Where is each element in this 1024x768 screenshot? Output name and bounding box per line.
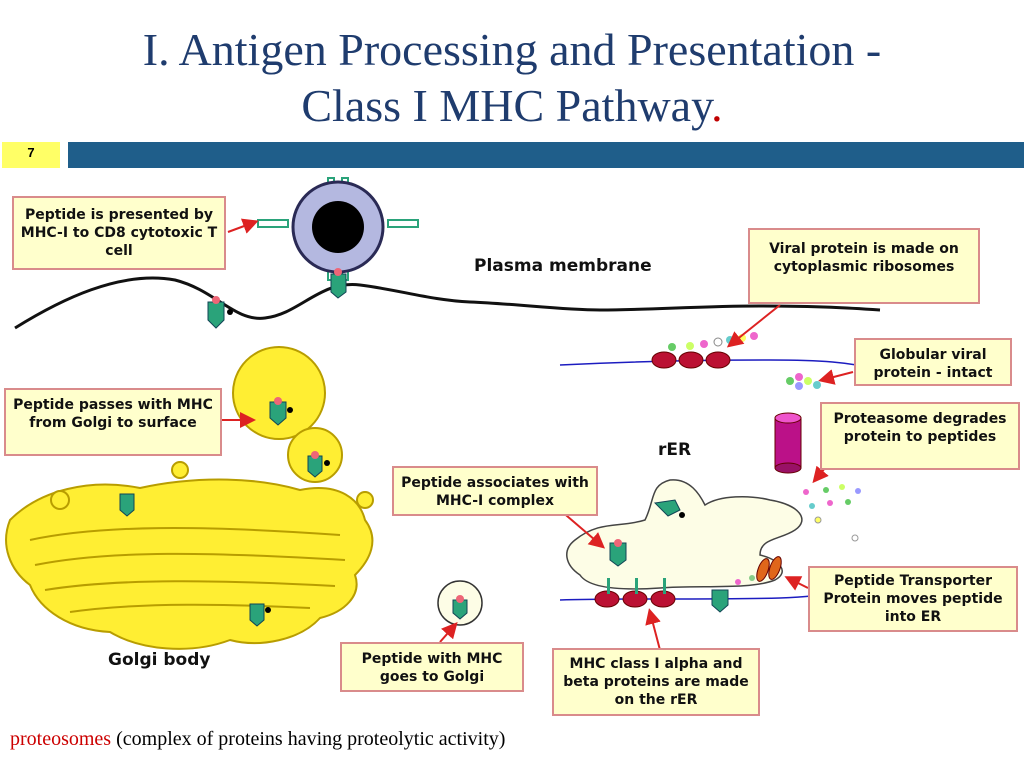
footer-term: proteosomes [10, 728, 112, 750]
callout-peptide-to-golgi: Peptide with MHC goes to Golgi [340, 642, 524, 692]
mhc-pathway-diagram [5, 177, 881, 651]
callout-peptide-presented: Peptide is presented by MHC-I to CD8 cyt… [12, 196, 226, 270]
plasma-membrane-label: Plasma membrane [474, 256, 652, 276]
callout-globular-protein: Globular viral protein - intact [854, 338, 1012, 386]
callout-viral-protein: Viral protein is made on cytoplasmic rib… [748, 228, 980, 304]
callout-peptide-transporter: Peptide Transporter Protein moves peptid… [808, 566, 1018, 632]
footer-definition: (complex of proteins having proteolytic … [116, 728, 506, 750]
slide-number: 7 [2, 142, 60, 168]
t-cell-receptor [257, 177, 419, 299]
globular-protein [786, 373, 821, 390]
vesicle-small [437, 580, 483, 626]
callout-peptide-passes-golgi: Peptide passes with MHC from Golgi to su… [4, 388, 222, 456]
er-ribosomes [594, 590, 676, 608]
vesicle-medium [287, 427, 343, 483]
peptides [803, 484, 861, 542]
title-line-2: Class I MHC Pathway [301, 80, 712, 131]
slide-title: I. Antigen Processing and Presentation -… [0, 22, 1024, 134]
proteasome [774, 412, 802, 474]
header-bar-gap [60, 142, 68, 168]
callout-peptide-associates: Peptide associates with MHC-I complex [392, 466, 598, 516]
golgi-body [5, 461, 374, 650]
header-bar [68, 142, 1024, 168]
golgi-label: Golgi body [108, 650, 211, 670]
mhc-on-membrane [207, 296, 233, 329]
cytoplasmic-ribosomes [559, 332, 881, 371]
plasma-membrane-line [14, 276, 881, 330]
title-line-1: I. Antigen Processing and Presentation - [142, 24, 882, 75]
vesicle-large [232, 346, 326, 440]
title-dot: . [711, 80, 723, 131]
footer-note: proteosomes (complex of proteins having … [10, 728, 505, 751]
callout-mhc-made: MHC class I alpha and beta proteins are … [552, 648, 760, 716]
rer-label: rER [658, 440, 692, 460]
rough-er [559, 479, 881, 613]
callout-proteasome: Proteasome degrades protein to peptides [820, 402, 1020, 470]
